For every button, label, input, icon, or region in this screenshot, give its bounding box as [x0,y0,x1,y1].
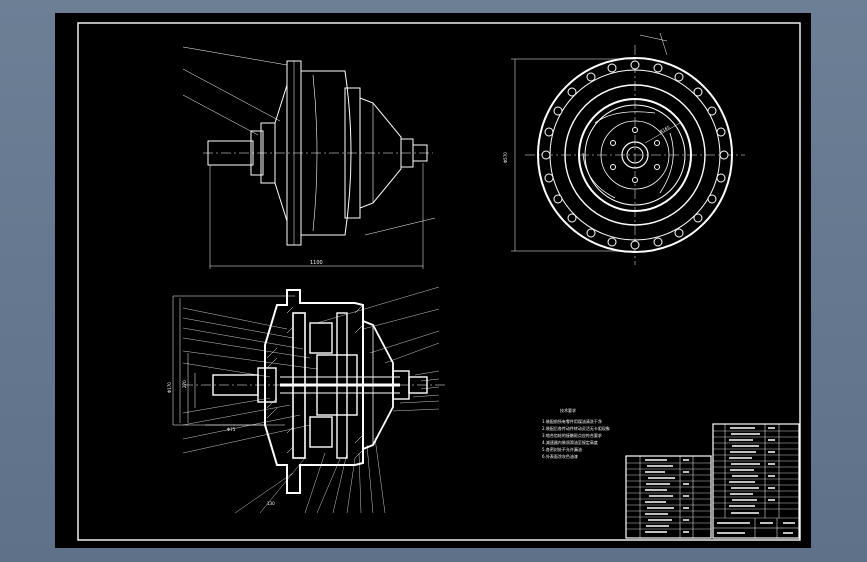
notes-line: 2.装配后各传动件转动灵活无卡阻现象 [542,425,610,431]
drawing-frame [77,22,801,541]
notes-line: 4.减速器内装润滑油至规定高度 [542,439,598,445]
notes-line: 3.啮合齿轮的接触斑点应符合要求 [542,432,602,438]
cad-drawing: 1100 Φ570 R165 [77,22,801,541]
elevation-view [182,46,436,269]
notes-line: 5.各密封处不允许漏油 [542,446,582,452]
end-view-radius-dim: R165 [659,124,671,134]
parts-list-left-text [645,459,689,533]
section-view [172,286,447,514]
parts-list-left [625,455,712,539]
notes-line: 6.外表面涂灰色油漆 [542,453,578,459]
section-dim-c: Φ75 [227,427,236,432]
section-dim-b: 270 [182,380,187,388]
title-block-text [717,427,795,534]
notes-line: 1.装配前所有零件用煤油清洗干净 [542,418,602,424]
title-block [712,423,800,539]
end-view-bolt-holes [541,60,729,250]
end-view-diameter-dim: Φ570 [503,152,508,163]
drawing-sheet: 1100 Φ570 R165 [55,13,811,548]
technical-notes: 技术要求 1.装配前所有零件用煤油清洗干净 2.装配后各传动件转动灵活无卡阻现象… [542,407,610,459]
end-view [511,32,745,265]
section-dim-a: Φ170 [167,382,172,393]
notes-title: 技术要求 [560,407,576,413]
elevation-width-dim: 1100 [310,260,323,266]
section-dim-d: 130 [267,501,275,506]
